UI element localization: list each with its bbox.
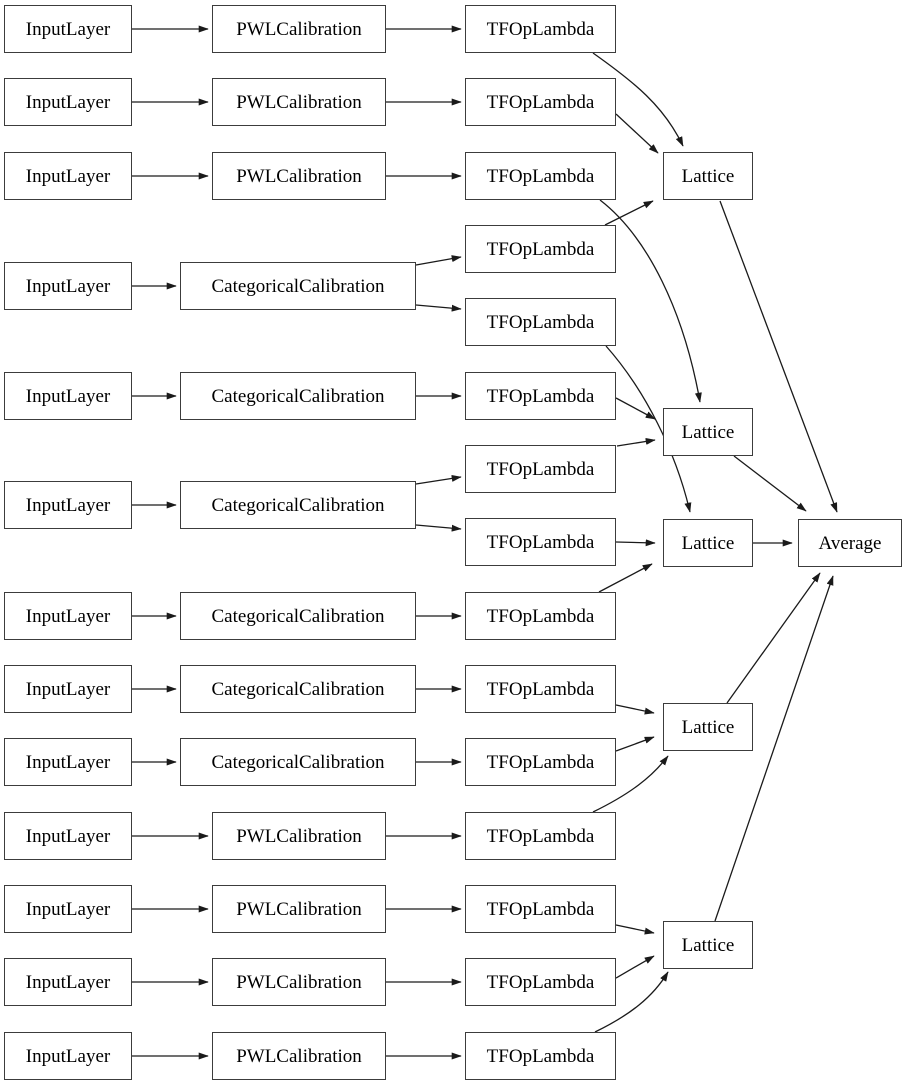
edge-tfop-lattice [615, 955, 655, 979]
node-inputlayer-13: InputLayer [4, 1032, 132, 1080]
node-tfoplambda-5: TFOpLambda [465, 298, 616, 346]
edge-lattice-average [733, 455, 807, 512]
node-inputlayer-7: InputLayer [4, 592, 132, 640]
node-inputlayer-6: InputLayer [4, 481, 132, 529]
edge-tfop-lattice [605, 345, 692, 513]
edge-tfop-lattice [615, 704, 655, 715]
edge-tfop-lattice [615, 113, 659, 154]
node-tfoplambda-9: TFOpLambda [465, 592, 616, 640]
edge-tfop-lattice [592, 52, 684, 147]
node-inputlayer-11: InputLayer [4, 885, 132, 933]
edge-tfop-lattice [615, 539, 656, 547]
node-tfoplambda-14: TFOpLambda [465, 958, 616, 1006]
node-pwlcalibration-7: PWLCalibration [212, 1032, 386, 1080]
edge-calib-tfop [415, 255, 462, 266]
edge-tfop-lattice [599, 199, 702, 403]
edge-tfop-lattice [598, 563, 653, 593]
node-inputlayer-12: InputLayer [4, 958, 132, 1006]
node-tfoplambda-13: TFOpLambda [465, 885, 616, 933]
node-pwlcalibration-6: PWLCalibration [212, 958, 386, 1006]
node-pwlcalibration-1: PWLCalibration [212, 5, 386, 53]
node-inputlayer-3: InputLayer [4, 152, 132, 200]
node-tfoplambda-10: TFOpLambda [465, 665, 616, 713]
node-inputlayer-2: InputLayer [4, 78, 132, 126]
edge-tfop-lattice [604, 200, 654, 226]
edge-lattice-average [714, 575, 834, 922]
edge-lattice-average [726, 572, 821, 704]
node-categoricalcalibration-6: CategoricalCalibration [180, 738, 416, 786]
node-categoricalcalibration-2: CategoricalCalibration [180, 372, 416, 420]
node-lattice-4: Lattice [663, 703, 753, 751]
node-tfoplambda-15: TFOpLambda [465, 1032, 616, 1080]
node-tfoplambda-12: TFOpLambda [465, 812, 616, 860]
node-tfoplambda-2: TFOpLambda [465, 78, 616, 126]
node-pwlcalibration-4: PWLCalibration [212, 812, 386, 860]
node-tfoplambda-7: TFOpLambda [465, 445, 616, 493]
edge-tfop-lattice [615, 924, 655, 935]
node-inputlayer-9: InputLayer [4, 738, 132, 786]
node-categoricalcalibration-1: CategoricalCalibration [180, 262, 416, 310]
node-lattice-3: Lattice [663, 519, 753, 567]
node-inputlayer-1: InputLayer [4, 5, 132, 53]
edge-calib-tfop [415, 304, 462, 312]
node-lattice-5: Lattice [663, 921, 753, 969]
node-inputlayer-8: InputLayer [4, 665, 132, 713]
node-tfoplambda-6: TFOpLambda [465, 372, 616, 420]
node-categoricalcalibration-4: CategoricalCalibration [180, 592, 416, 640]
node-tfoplambda-11: TFOpLambda [465, 738, 616, 786]
edge-tfop-lattice [615, 736, 655, 752]
edge-tfop-lattice [594, 971, 669, 1033]
node-tfoplambda-4: TFOpLambda [465, 225, 616, 273]
node-tfoplambda-3: TFOpLambda [465, 152, 616, 200]
node-pwlcalibration-3: PWLCalibration [212, 152, 386, 200]
node-inputlayer-4: InputLayer [4, 262, 132, 310]
node-pwlcalibration-2: PWLCalibration [212, 78, 386, 126]
edge-calib-tfop [415, 524, 462, 532]
edge-tfop-lattice [592, 755, 669, 813]
node-inputlayer-5: InputLayer [4, 372, 132, 420]
node-lattice-2: Lattice [663, 408, 753, 456]
node-average: Average [798, 519, 902, 567]
edge-calib-tfop [415, 474, 462, 485]
node-pwlcalibration-5: PWLCalibration [212, 885, 386, 933]
node-categoricalcalibration-5: CategoricalCalibration [180, 665, 416, 713]
edge-lattice-average [719, 200, 838, 513]
edge-tfop-lattice [616, 437, 656, 447]
node-tfoplambda-1: TFOpLambda [465, 5, 616, 53]
node-tfoplambda-8: TFOpLambda [465, 518, 616, 566]
edge-tfop-lattice [615, 397, 656, 420]
node-lattice-1: Lattice [663, 152, 753, 200]
node-categoricalcalibration-3: CategoricalCalibration [180, 481, 416, 529]
node-inputlayer-10: InputLayer [4, 812, 132, 860]
